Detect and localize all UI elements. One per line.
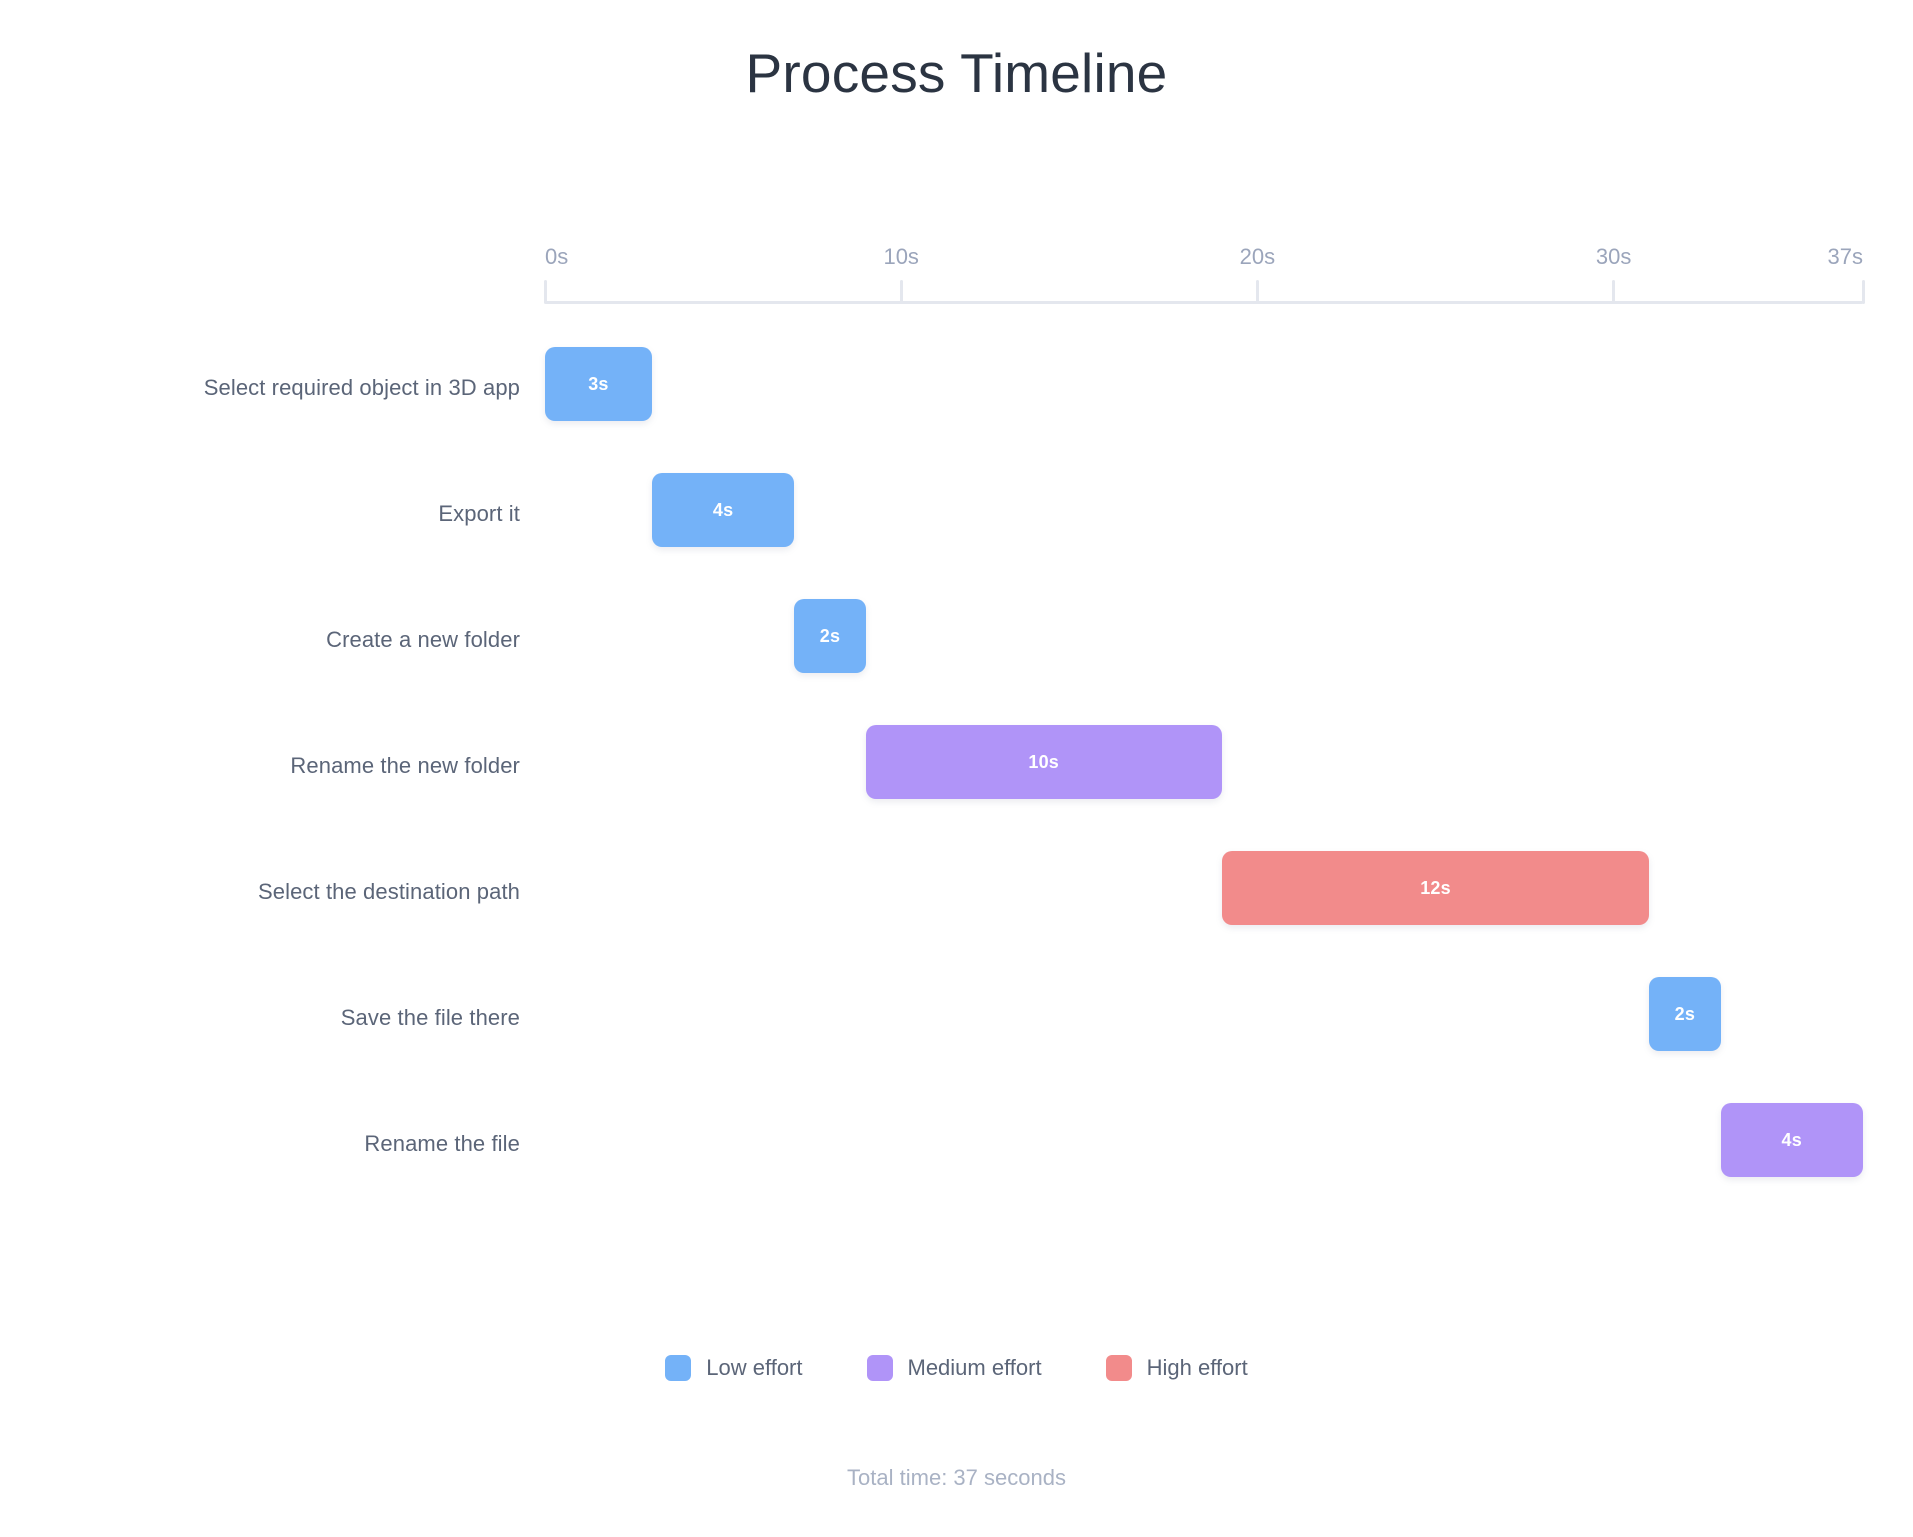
task-label: Rename the new folder xyxy=(290,753,520,778)
task-bar[interactable]: 4s xyxy=(651,473,795,547)
axis-tick xyxy=(1861,280,1865,304)
axis-tick xyxy=(899,280,903,304)
task-track: 2s xyxy=(545,577,1863,703)
timeline-row: Rename the new folder 10s xyxy=(0,703,1913,829)
task-track: 4s xyxy=(545,451,1863,577)
axis-tick xyxy=(1255,280,1259,304)
time-axis: 0s 10s 20s 30s 37s xyxy=(543,244,1865,304)
timeline-row: Export it 4s xyxy=(0,451,1913,577)
legend-swatch-icon xyxy=(866,1355,893,1381)
task-bar[interactable]: 2s xyxy=(794,599,866,673)
task-label: Export it xyxy=(438,501,520,526)
task-track: 2s xyxy=(545,955,1863,1081)
legend-label: Low effort xyxy=(706,1355,803,1380)
legend-item[interactable]: Low effort xyxy=(665,1355,803,1381)
timeline-row: Select the destination path 12s xyxy=(0,829,1913,955)
task-track: 10s xyxy=(545,703,1863,829)
axis-line xyxy=(545,301,1863,304)
axis-tick-label: 10s xyxy=(883,244,919,269)
task-track: 3s xyxy=(545,325,1863,451)
axis-tick-label: 37s xyxy=(1827,244,1863,269)
page-title: Process Timeline xyxy=(745,42,1168,104)
task-bar[interactable]: 12s xyxy=(1221,851,1650,925)
legend-label: High effort xyxy=(1146,1355,1248,1380)
total-time-text: Total time: 37 seconds xyxy=(847,1465,1066,1490)
axis-tick-label: 0s xyxy=(545,244,569,269)
task-label: Save the file there xyxy=(340,1005,520,1030)
task-track: 12s xyxy=(545,829,1863,955)
legend: Low effort Medium effort High effort xyxy=(0,1355,1913,1381)
legend-swatch-icon xyxy=(1105,1355,1132,1381)
task-label: Select required object in 3D app xyxy=(203,375,520,400)
axis-tick-label: 30s xyxy=(1595,244,1632,269)
legend-label: Medium effort xyxy=(907,1355,1042,1380)
task-label: Create a new folder xyxy=(326,627,520,652)
axis-tick xyxy=(1612,280,1616,304)
axis-tick xyxy=(543,280,547,304)
task-label: Rename the file xyxy=(364,1131,520,1156)
axis-tick-label: 20s xyxy=(1239,244,1276,269)
timeline-row: Save the file there 2s xyxy=(0,955,1913,1081)
legend-item[interactable]: High effort xyxy=(1105,1355,1248,1381)
timeline-row: Select required object in 3D app 3s xyxy=(0,325,1913,451)
task-bar[interactable]: 10s xyxy=(865,725,1222,799)
timeline-row: Create a new folder 2s xyxy=(0,577,1913,703)
task-bar[interactable]: 2s xyxy=(1649,977,1721,1051)
task-bar[interactable]: 3s xyxy=(545,347,652,421)
timeline-row: Rename the file 4s xyxy=(0,1081,1913,1207)
task-bar[interactable]: 4s xyxy=(1720,1103,1863,1177)
task-label: Select the destination path xyxy=(258,879,520,904)
task-track: 4s xyxy=(545,1081,1863,1207)
legend-item[interactable]: Medium effort xyxy=(866,1355,1042,1381)
legend-swatch-icon xyxy=(665,1355,692,1381)
